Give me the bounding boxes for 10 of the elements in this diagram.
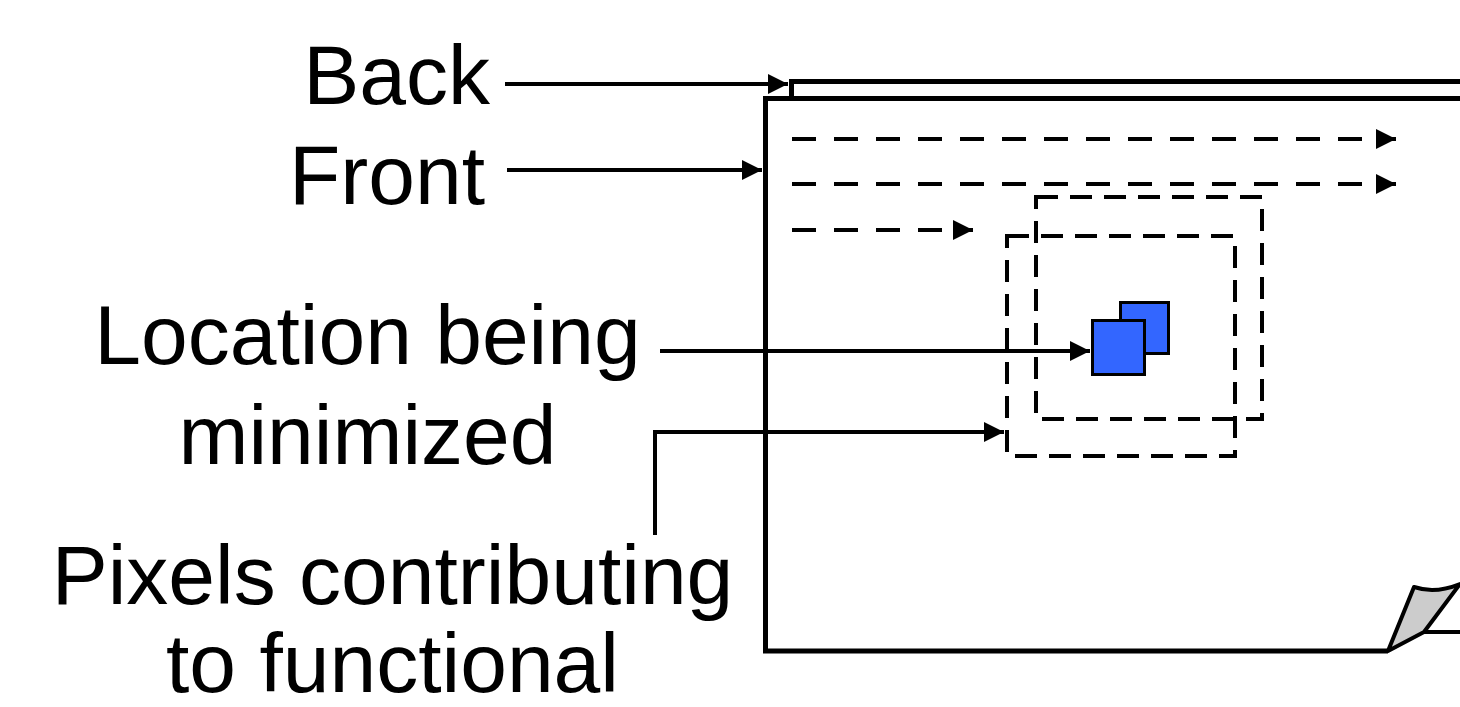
callout-text: Back bbox=[270, 35, 490, 115]
callout-text: Pixels contributing to functional bbox=[40, 531, 745, 707]
pixel-squares-icon bbox=[1091, 301, 1171, 376]
callout-text: Front bbox=[255, 135, 485, 215]
leader-arrow bbox=[505, 74, 788, 94]
leader-arrow bbox=[653, 422, 1004, 535]
callout-text: Location being minimized bbox=[75, 285, 660, 485]
leader-arrow bbox=[660, 341, 1090, 361]
dashed-region bbox=[1005, 234, 1237, 458]
leader-arrow bbox=[507, 160, 762, 180]
